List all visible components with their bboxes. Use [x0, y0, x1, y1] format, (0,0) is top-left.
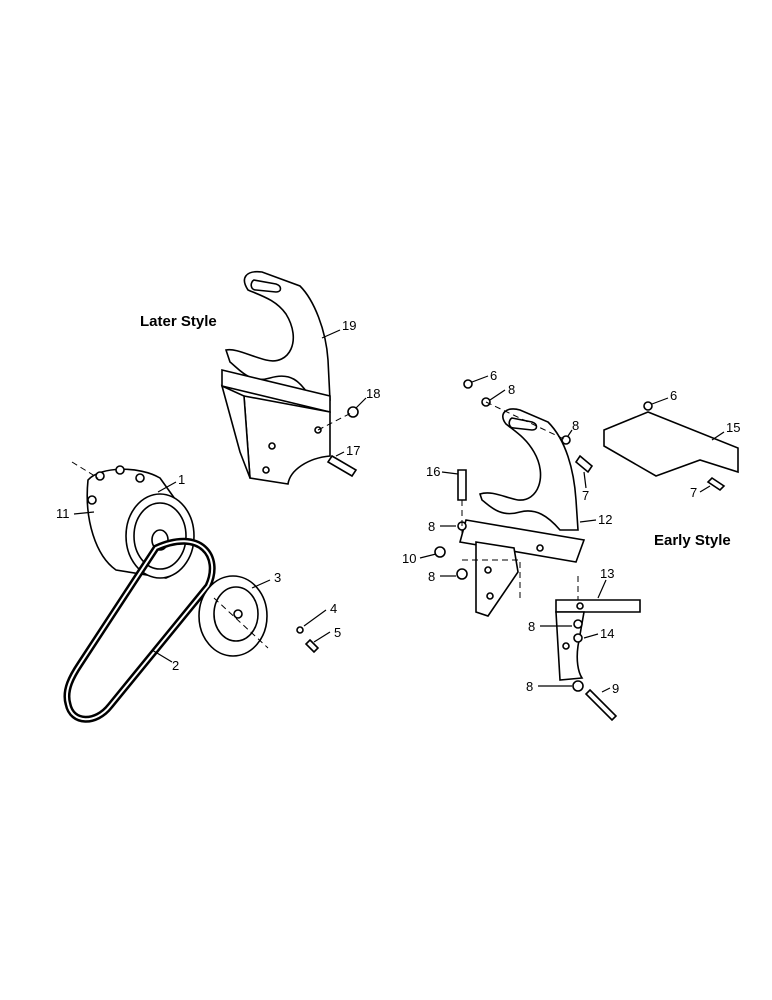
callout-13: 13 — [600, 566, 614, 581]
bracket-19-gusset — [220, 384, 251, 479]
part-2-belt — [63, 537, 216, 723]
part-5-bolt — [304, 638, 320, 654]
callout-11: 11 — [56, 506, 70, 521]
callout-10: 10 — [402, 551, 416, 566]
part-10-nut — [434, 546, 446, 558]
bracket-19-hole — [268, 442, 276, 450]
part-9-bolt — [584, 688, 618, 722]
callout-8-left-upper: 8 — [428, 519, 435, 534]
later-style-bracket — [220, 270, 331, 485]
part-15-guard — [603, 411, 739, 477]
callout-4: 4 — [330, 601, 337, 616]
callout-8-top: 8 — [508, 382, 515, 397]
part-8-washer — [572, 680, 584, 692]
callout-8-slot: 8 — [572, 418, 579, 433]
part-8-washer — [456, 568, 468, 580]
part-8-washer — [573, 619, 583, 629]
assembly-line — [462, 559, 521, 598]
bracket-13 — [555, 599, 641, 681]
callout-1: 1 — [178, 472, 185, 487]
part-7-bolt — [706, 476, 726, 492]
assembly-line — [71, 461, 99, 479]
part-4-washer — [296, 626, 304, 634]
bracket-12-arm — [478, 408, 579, 531]
callout-15: 15 — [726, 420, 740, 435]
bracket-13-hole — [562, 642, 570, 650]
bracket-13-top — [555, 599, 641, 613]
callout-16: 16 — [426, 464, 440, 479]
bracket-12-slot — [508, 417, 538, 431]
callout-19: 19 — [342, 318, 356, 333]
compressor-bolt — [95, 471, 105, 481]
part-2-belt-inner — [66, 540, 214, 721]
callout-17: 17 — [346, 443, 360, 458]
bracket-12-hole — [486, 592, 494, 600]
part-6-nut — [463, 379, 473, 389]
assembly-line — [317, 411, 354, 431]
compressor — [71, 461, 195, 579]
callout-8-left-lower: 8 — [428, 569, 435, 584]
part-17-bolt — [326, 454, 358, 478]
bracket-19-side-plate — [243, 395, 331, 485]
part-18-nut — [347, 406, 359, 418]
bracket-19-slot — [250, 279, 282, 293]
callout-14: 14 — [600, 626, 614, 641]
compressor-bolt — [135, 473, 145, 483]
callout-3: 3 — [274, 570, 281, 585]
assembly-line — [213, 597, 269, 649]
compressor-bolt — [87, 495, 97, 505]
bracket-19-hole — [262, 466, 270, 474]
bracket-13-side — [555, 611, 585, 681]
callout-7-guard: 7 — [690, 485, 697, 500]
part-3-pulley-hub — [233, 609, 243, 619]
callout-18: 18 — [366, 386, 380, 401]
callout-9: 9 — [612, 681, 619, 696]
part-14-lockwasher — [573, 633, 583, 643]
title-early-style: Early Style — [654, 532, 731, 549]
callout-5: 5 — [334, 625, 341, 640]
assembly-line — [485, 401, 567, 441]
bracket-13-hole — [576, 602, 584, 610]
compressor-bolt — [115, 465, 125, 475]
bracket-12-side-plate — [475, 541, 519, 617]
callout-6-guard: 6 — [670, 388, 677, 403]
bracket-12-hole — [484, 566, 492, 574]
part-16-bolt — [457, 469, 467, 501]
callout-8-bottom: 8 — [526, 679, 533, 694]
callout-8-bracket-13: 8 — [528, 619, 535, 634]
callout-2: 2 — [172, 658, 179, 673]
callout-7-bracket: 7 — [582, 488, 589, 503]
bracket-12-hole — [536, 544, 544, 552]
callout-12: 12 — [598, 512, 612, 527]
part-7-bolt — [574, 454, 594, 474]
part-8-washer — [561, 435, 571, 445]
leader-lines — [73, 329, 725, 693]
title-later-style: Later Style — [140, 313, 217, 330]
part-6-nut — [643, 401, 653, 411]
callout-6-upper: 6 — [490, 368, 497, 383]
